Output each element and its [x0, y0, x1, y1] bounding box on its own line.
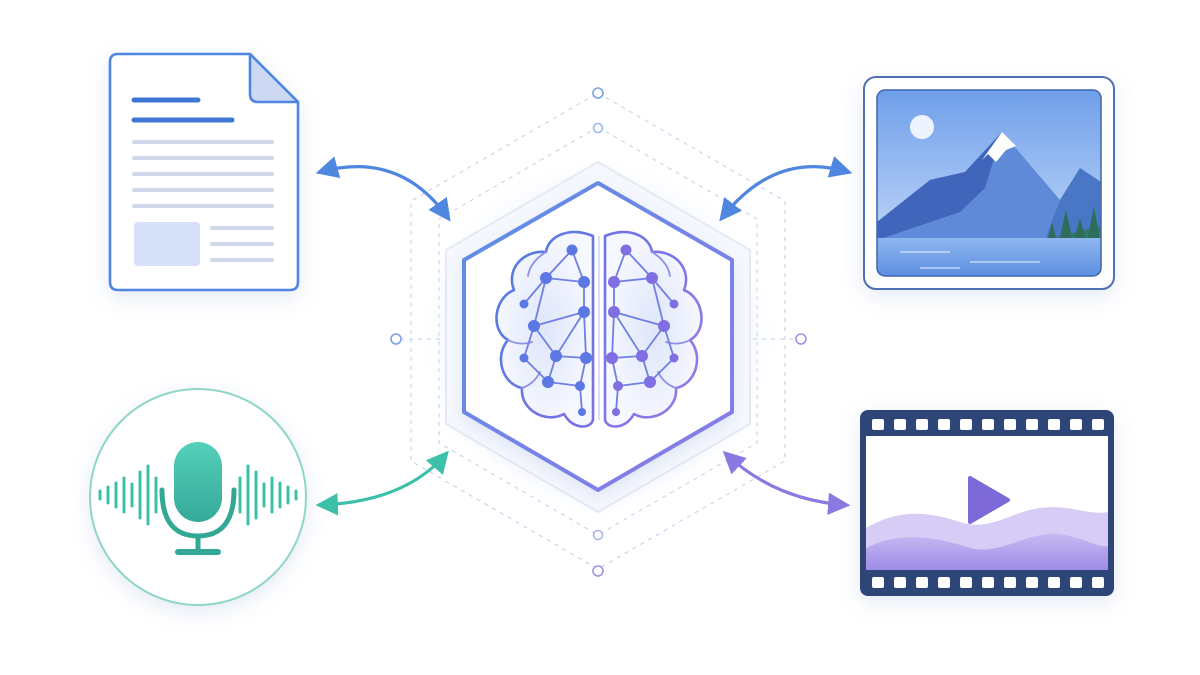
play-icon [968, 476, 1010, 524]
landscape-image-icon [877, 90, 1101, 276]
guide-nodes [390, 87, 807, 577]
film-sprocket-holes [872, 419, 1104, 588]
sound-wave-right [238, 464, 298, 526]
connector-text-core [315, 156, 451, 222]
document-image-block [134, 222, 200, 266]
connector-audio-core [315, 450, 449, 516]
image-node [863, 76, 1115, 290]
sound-wave-left [98, 464, 158, 526]
connector-video-core [722, 450, 851, 515]
connector-image-core [719, 156, 853, 222]
video-node [860, 410, 1114, 596]
microphone-icon [159, 442, 237, 555]
audio-node [89, 388, 307, 606]
brain-network-icon [495, 230, 703, 428]
document-lines [131, 97, 274, 262]
connectors [315, 156, 853, 516]
video-frame [866, 436, 1108, 570]
text-node [108, 52, 300, 292]
